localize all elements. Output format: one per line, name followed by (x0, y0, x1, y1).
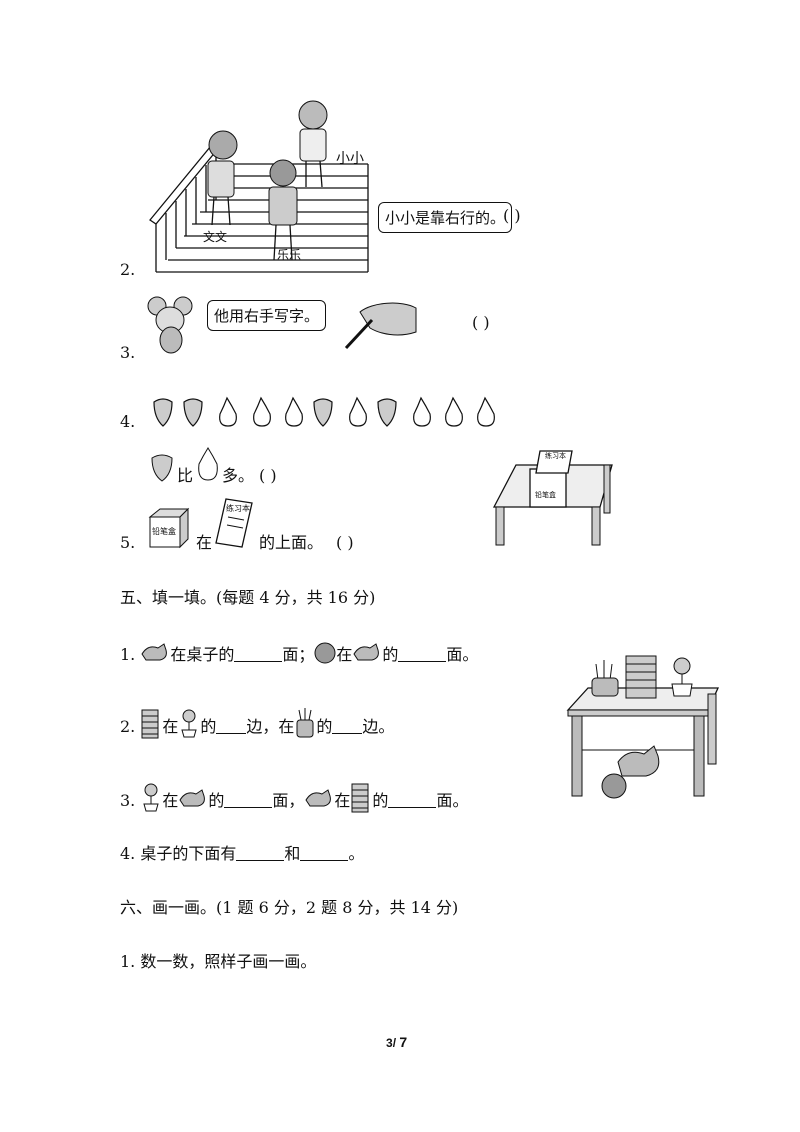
pear-icon (285, 396, 303, 427)
draw-question-1: 1. 数一数，照样子画一画。 (120, 952, 317, 971)
fill-question-4: 4. 桌子的下面有和。 (120, 844, 365, 863)
more-word: 多。 (222, 466, 255, 485)
question-number: 2. (120, 260, 136, 279)
section-title: 六、画一画。(1 题 6 分，2 题 8 分，共 14 分) (120, 898, 459, 917)
writing-hand-icon (344, 302, 417, 350)
answer-blank[interactable] (236, 844, 285, 861)
pen-holder-icon (296, 708, 314, 738)
tail-text: 的上面。 (259, 533, 324, 552)
flower-pot-icon (181, 709, 198, 738)
question-number: 4. (120, 412, 136, 431)
page-number: 3/ 7 (386, 1034, 408, 1050)
cat-icon (141, 643, 168, 661)
books-stack-icon (141, 709, 159, 739)
pencil-box-icon (148, 507, 190, 549)
fruit-row (153, 396, 495, 427)
answer-parentheses[interactable]: ( ) (472, 313, 490, 332)
at-word: 在 (196, 533, 213, 552)
label-wenwen: 文文 (203, 230, 228, 244)
answer-blank[interactable] (224, 791, 273, 808)
lele-figure (268, 159, 298, 261)
strawberry-icon (183, 398, 203, 427)
flower-pot-icon (143, 783, 160, 812)
speech-bubble: 小小是靠右行的。 (378, 202, 513, 233)
speech-bubble: 他用右手写字。 (207, 300, 327, 331)
fill-question-1: 1. 在桌子的面； 在 的面。 (120, 642, 478, 665)
pear-icon (253, 396, 271, 427)
books-stack-icon (351, 783, 369, 813)
strawberry-icon (153, 398, 173, 427)
table-box-label: 铅笔盒 (535, 491, 556, 499)
ball-icon (314, 642, 336, 664)
answer-parentheses[interactable]: ( ) (503, 206, 521, 225)
book-label: 练习本 (226, 504, 250, 513)
xiaoxiao-figure (298, 100, 328, 188)
question-number: 3. (120, 343, 136, 362)
pear-icon (445, 396, 463, 427)
answer-blank[interactable] (332, 717, 363, 734)
table-book-label: 练习本 (545, 452, 566, 460)
pear-icon (413, 396, 431, 427)
cat-icon (353, 643, 380, 661)
pear-icon (198, 447, 218, 481)
pear-icon (219, 396, 237, 427)
answer-blank[interactable] (388, 791, 437, 808)
fill-question-3: 3. 在 的面， 在 的面。 (120, 780, 468, 814)
exercise-book-icon (215, 498, 253, 548)
answer-blank[interactable] (300, 844, 349, 861)
cat-icon (305, 789, 332, 807)
fill-question-2: 2. 在 的边，在 的边。 (120, 706, 394, 740)
label-lele: 乐乐 (277, 248, 302, 262)
answer-parentheses[interactable]: ( ) (259, 466, 277, 485)
wenwen-figure (207, 130, 238, 226)
strawberry-icon (151, 454, 173, 482)
answer-blank[interactable] (216, 717, 247, 734)
compare-word: 比 (177, 466, 194, 485)
desk-scene-illustration (566, 655, 720, 799)
strawberry-icon (313, 398, 333, 427)
question-number: 5. (120, 533, 136, 552)
mouse-icon (147, 296, 193, 354)
section-title: 五、填一填。(每题 4 分，共 16 分) (120, 588, 376, 607)
answer-parentheses[interactable]: ( ) (336, 533, 354, 552)
staircase-illustration (149, 100, 369, 273)
answer-blank[interactable] (234, 645, 283, 662)
cat-icon (179, 789, 206, 807)
answer-blank[interactable] (398, 645, 447, 662)
label-xiaoxiao: 小小 (336, 151, 364, 167)
box-label: 铅笔盒 (152, 527, 176, 536)
pear-icon (477, 396, 495, 427)
strawberry-icon (377, 398, 397, 427)
table-with-box-illustration (492, 450, 613, 546)
pear-icon (349, 396, 367, 427)
